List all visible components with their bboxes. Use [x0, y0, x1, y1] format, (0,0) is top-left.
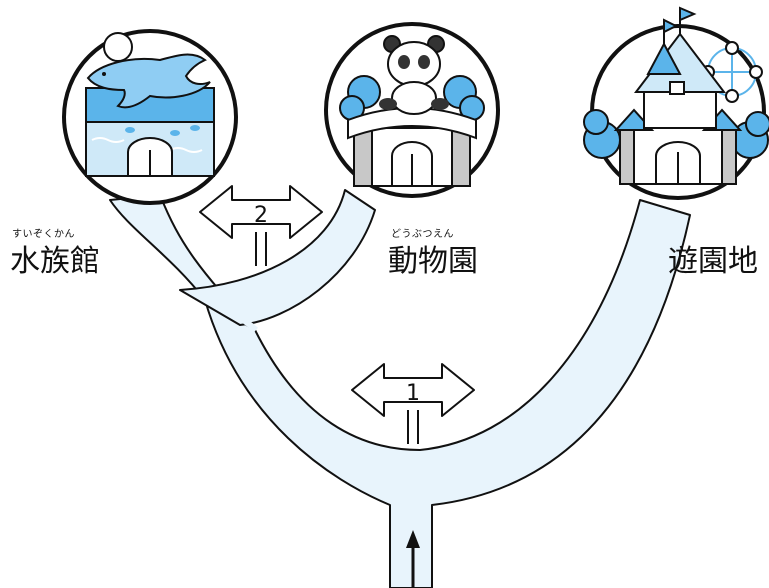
road-network: [109, 189, 691, 588]
zoo-label: 動物園: [388, 244, 478, 279]
panda-icon: [379, 35, 449, 115]
dolphin-icon: [86, 53, 211, 109]
junction-2-arrow: [199, 185, 323, 266]
amusement-park-label: 遊園地: [668, 244, 758, 279]
road-zoo: [179, 189, 376, 326]
ferris-wheel-icon: [701, 41, 763, 103]
road-right: [204, 199, 691, 588]
arrow-up-icon: [406, 530, 420, 588]
junction-1-number: 1: [406, 381, 420, 406]
aquarium-illustration: [62, 29, 238, 205]
junction-2-number: 2: [254, 203, 268, 228]
amusement-park-illustration: [583, 6, 769, 200]
ball-icon: [103, 32, 133, 62]
castle-icon: [613, 6, 743, 185]
zoo-illustration: [324, 22, 500, 198]
aquarium-reading: すいぞくかん: [12, 229, 75, 240]
junction-1-arrow: [351, 363, 475, 444]
aquarium-label: 水族館: [10, 244, 100, 279]
zoo-reading: どうぶつえん: [391, 229, 454, 240]
